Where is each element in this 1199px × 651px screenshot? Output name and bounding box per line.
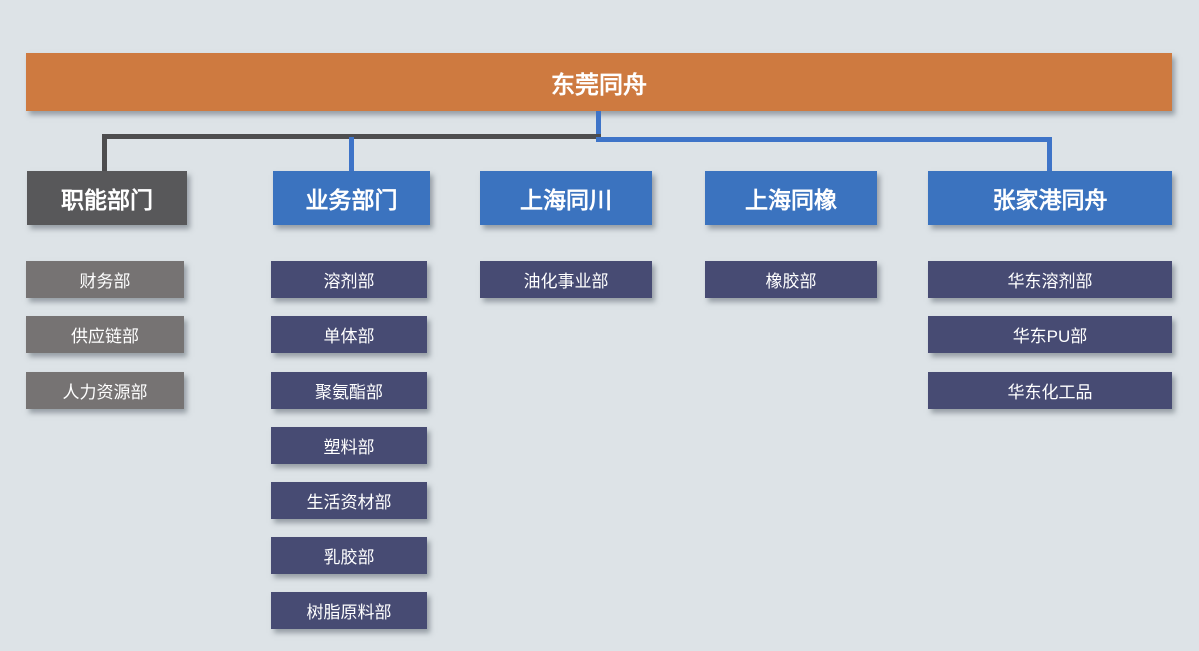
polyurethane-dept-node: 聚氨酯部 — [271, 372, 427, 409]
connector-drop-business — [349, 137, 354, 172]
connector-horizontal-dark — [102, 134, 601, 139]
east-china-solvent-dept-node: 华东溶剂部 — [928, 261, 1172, 298]
monomer-dept-node: 单体部 — [271, 316, 427, 353]
petrochemical-business-dept-node: 油化事业部 — [480, 261, 652, 298]
connector-root-stem — [596, 111, 601, 142]
dongguan-tongzhou-root: 东莞同舟 — [26, 53, 1172, 111]
functional-depts-header: 职能部门 — [27, 171, 187, 225]
east-china-pu-dept-node: 华东PU部 — [928, 316, 1172, 353]
life-materials-dept-node: 生活资材部 — [271, 482, 427, 519]
connector-drop-functional — [102, 134, 107, 172]
business-depts-header: 业务部门 — [273, 171, 430, 225]
plastics-dept-node: 塑料部 — [271, 427, 427, 464]
solvent-dept-node: 溶剂部 — [271, 261, 427, 298]
east-china-chemicals-node: 华东化工品 — [928, 372, 1172, 409]
resin-materials-dept-node: 树脂原料部 — [271, 592, 427, 629]
finance-dept-node: 财务部 — [26, 261, 184, 298]
hr-dept-node: 人力资源部 — [26, 372, 184, 409]
latex-dept-node: 乳胶部 — [271, 537, 427, 574]
rubber-dept-node: 橡胶部 — [705, 261, 877, 298]
shanghai-tongxiang-header: 上海同橡 — [705, 171, 877, 225]
connector-drop-zhangjiagang — [1047, 137, 1052, 172]
shanghai-tongchuan-header: 上海同川 — [480, 171, 652, 225]
zhangjiagang-tongzhou-header: 张家港同舟 — [928, 171, 1172, 225]
supply-chain-dept-node: 供应链部 — [26, 316, 184, 353]
connector-horizontal-blue — [596, 137, 1052, 142]
